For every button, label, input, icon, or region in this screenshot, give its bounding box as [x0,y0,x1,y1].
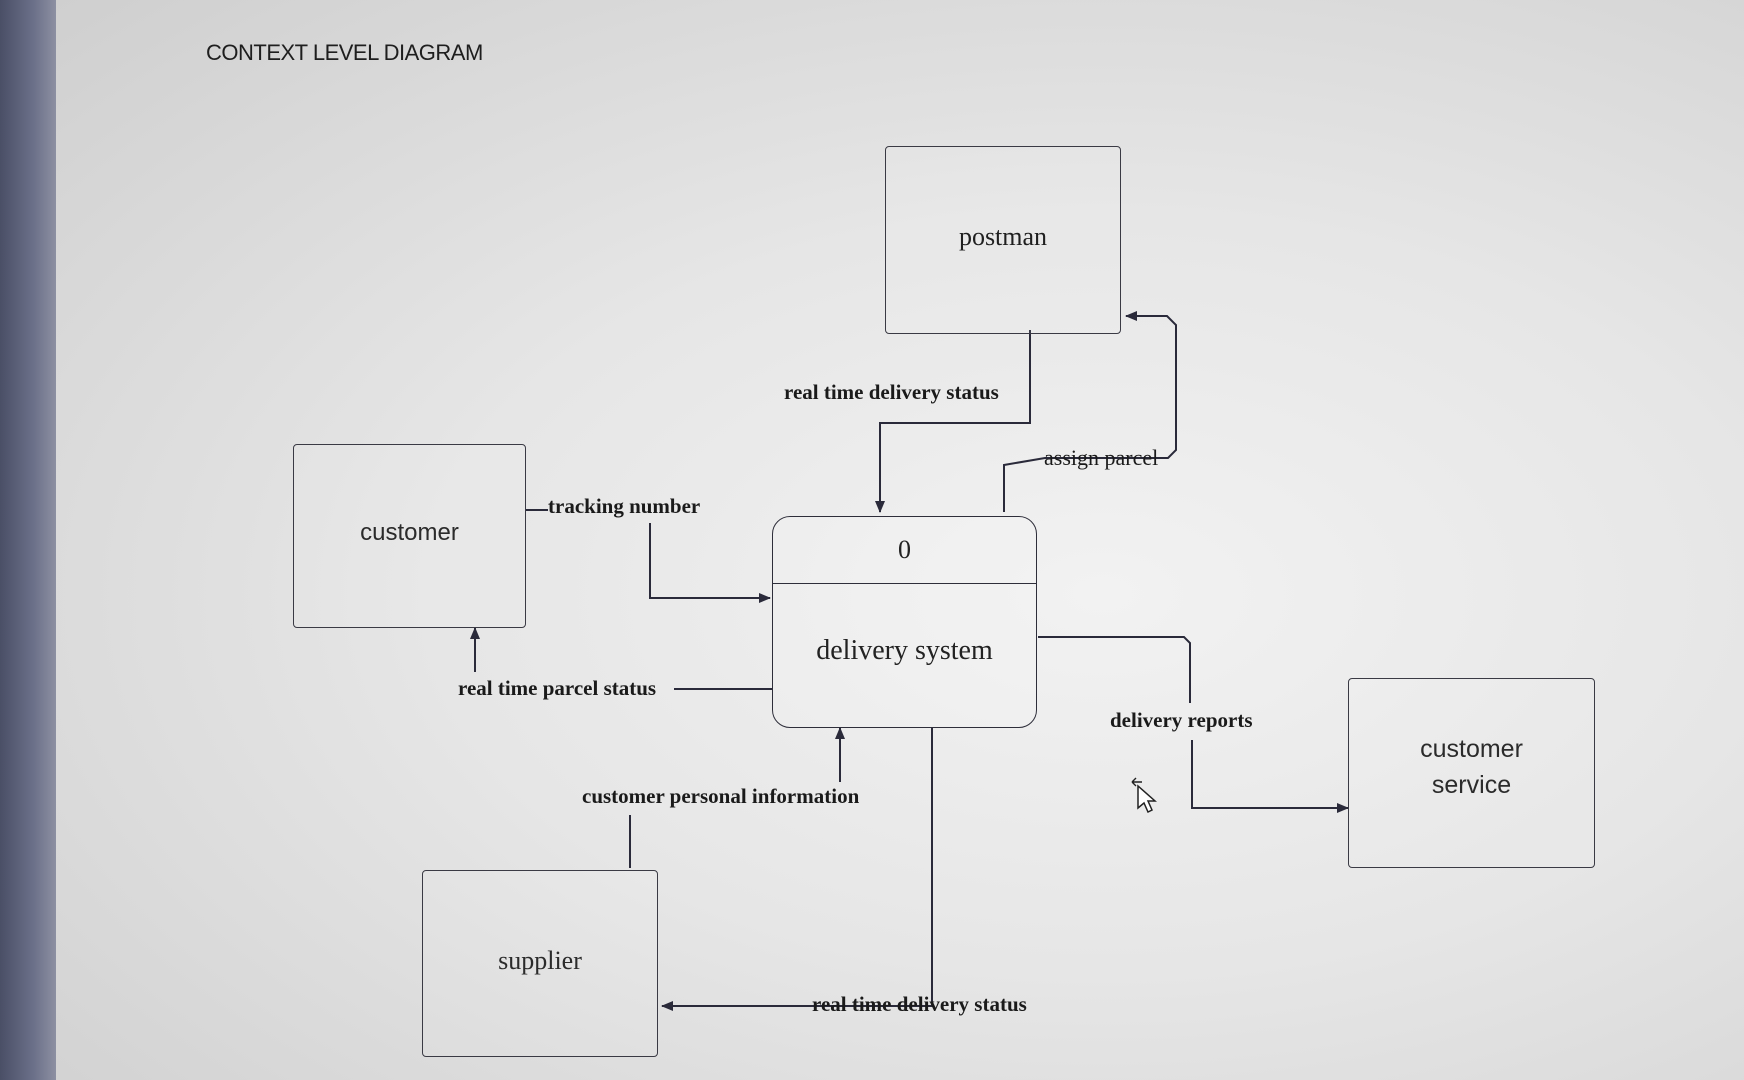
diagram-title: CONTEXT LEVEL DIAGRAM [206,40,483,65]
flow-system-to-customer-service-b [1191,740,1349,813]
flow-system-to-supplier [812,728,933,1007]
entity-customer-service: customer service [1348,678,1595,868]
flow-label-system-to-supplier: real time delivery status [812,992,1027,1016]
flow-system-to-customer-service [1038,636,1191,703]
entity-postman: postman [885,146,1121,334]
entity-supplier: supplier [422,870,658,1057]
flow-customer-to-system [649,523,771,603]
screen-bezel-edge [0,0,56,1080]
process-id: 0 [773,517,1036,584]
flow-postman-to-system [875,330,1031,513]
process-name: delivery system [816,635,993,666]
flow-label-supplier-to-system: customer personal information [582,784,860,808]
flow-system-to-postman [1003,311,1177,512]
flow-label-system-to-postman: assign parcel [1044,445,1159,470]
entity-customer-service-label-line1: customer [1420,735,1523,763]
entity-customer-service-label-line2: service [1431,771,1512,799]
process-delivery-system: 0 delivery system [772,516,1037,728]
flow-label-system-to-customer-service: delivery reports [1110,708,1253,732]
flow-label-system-to-customer: real time parcel status [458,676,657,700]
flow-label-customer-to-system: tracking number [548,494,701,518]
entity-customer-label: customer [360,519,459,546]
screen-area [56,0,1744,1080]
flow-label-postman-to-system: real time delivery status [784,380,999,404]
entity-supplier-label: supplier [498,946,582,975]
entity-postman-label: postman [958,222,1048,251]
entity-customer: customer [293,444,526,628]
mouse-cursor-icon [1131,777,1157,814]
